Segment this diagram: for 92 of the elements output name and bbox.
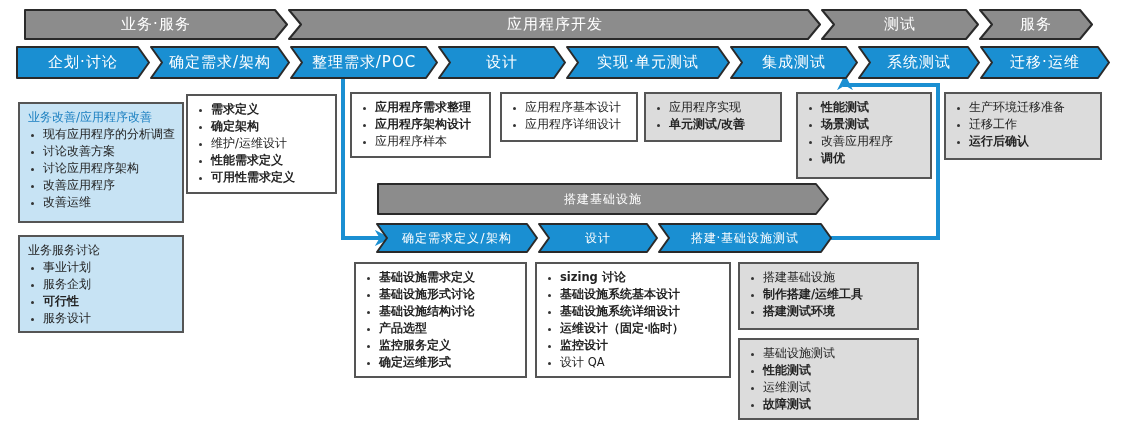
note-box (944, 92, 1102, 160)
step-band (151, 47, 289, 78)
list-item: 性能测试 (806, 99, 924, 116)
list-item: 确定运维形式 (364, 354, 519, 371)
list-item: 改善运维 (28, 194, 176, 211)
list-item: 可用性需求定义 (196, 169, 329, 186)
step-band (377, 224, 537, 252)
list-item: 搭建测试环境 (748, 303, 911, 320)
note-box (796, 92, 932, 179)
list-item: 生产环境迁移准备 (954, 99, 1094, 116)
list-item: 性能需求定义 (196, 152, 329, 169)
list-item: 基础设施结构讨论 (364, 303, 519, 320)
list-item: 服务设计 (28, 310, 176, 327)
step-band (439, 47, 565, 78)
note-heading: 业务服务讨论 (28, 242, 101, 259)
note-box (18, 102, 184, 223)
step-label: 集成测试 (762, 53, 826, 72)
list-item: 应用程序详细设计 (510, 116, 630, 133)
step-label: 整理需求/POC (311, 53, 417, 72)
step-label: 搭建·基础设施测试 (690, 229, 800, 247)
note-box (500, 92, 638, 142)
list-item: 场景测试 (806, 116, 924, 133)
note-box (18, 235, 184, 333)
list-item: 基础设施系统基本设计 (545, 286, 723, 303)
phase-band (822, 10, 978, 39)
step-band (981, 47, 1109, 78)
list-item: 产品选型 (364, 320, 519, 337)
list-item: 基础设施系统详细设计 (545, 303, 723, 320)
note-box (644, 92, 782, 142)
phase-label: 服务 (1020, 15, 1052, 34)
list-item: sizing 讨论 (545, 269, 723, 286)
list-item: 迁移工作 (954, 116, 1094, 133)
list-item: 确定架构 (196, 118, 329, 135)
list-item: 需求定义 (196, 101, 329, 118)
list-item: 故障测试 (748, 396, 911, 413)
note-box (738, 262, 919, 330)
list-item: 服务企划 (28, 276, 176, 293)
list-item: 应用程序基本设计 (510, 99, 630, 116)
list-item: 应用程序需求整理 (360, 99, 483, 116)
list-item: 基础设施需求定义 (364, 269, 519, 286)
step-label: 确定需求/架构 (168, 53, 272, 72)
list-item: 单元测试/改善 (654, 116, 774, 133)
step-band (291, 47, 437, 78)
note-box (186, 94, 337, 194)
note-heading: 业务改善/应用程序改善 (28, 109, 154, 126)
step-band (859, 47, 979, 78)
list-item: 运维测试 (748, 379, 911, 396)
step-band (731, 47, 857, 78)
list-item: 基础设施测试 (748, 345, 911, 362)
list-item: 可行性 (28, 293, 176, 310)
list-item: 监控服务定义 (364, 337, 519, 354)
list-item: 运维设计（固定·临时） (545, 320, 723, 337)
step-label: 企划·讨论 (48, 53, 118, 72)
list-item: 设计 QA (545, 354, 723, 371)
note-box (350, 92, 491, 158)
list-item: 现有应用程序的分析调查 (28, 126, 176, 143)
note-box (354, 262, 527, 378)
phase-label: 测试 (884, 15, 916, 34)
phase-label: 搭建基础设施 (564, 190, 642, 208)
list-item: 讨论改善方案 (28, 143, 176, 160)
step-label: 迁移·运维 (1010, 53, 1080, 72)
list-item: 事业计划 (28, 259, 176, 276)
step-band (17, 47, 149, 78)
list-item: 监控设计 (545, 337, 723, 354)
list-item: 讨论应用程序架构 (28, 160, 176, 177)
list-item: 搭建基础设施 (748, 269, 911, 286)
phase-band (980, 10, 1092, 39)
list-item: 应用程序架构设计 (360, 116, 483, 133)
phase-label: 应用程序开发 (506, 15, 603, 34)
step-band (539, 224, 657, 252)
step-band (567, 47, 729, 78)
list-item: 维护/运维设计 (196, 135, 329, 152)
phase-label: 业务·服务 (121, 15, 191, 34)
step-label: 设计 (486, 53, 518, 72)
step-band (659, 224, 831, 252)
phase-bar (378, 184, 828, 214)
list-item: 调优 (806, 150, 924, 167)
note-box (535, 262, 731, 378)
step-label: 设计 (585, 229, 611, 247)
step-label: 确定需求定义/架构 (402, 229, 512, 247)
list-item: 改善应用程序 (28, 177, 176, 194)
phase-band (25, 10, 287, 39)
note-box (738, 338, 919, 420)
step-label: 系统测试 (887, 53, 951, 72)
list-item: 基础设施形式讨论 (364, 286, 519, 303)
list-item: 改善应用程序 (806, 133, 924, 150)
list-item: 制作搭建/运维工具 (748, 286, 911, 303)
step-label: 实现·单元测试 (597, 53, 699, 72)
list-item: 运行后确认 (954, 133, 1094, 150)
list-item: 性能测试 (748, 362, 911, 379)
list-item: 应用程序样本 (360, 133, 483, 150)
list-item: 应用程序实现 (654, 99, 774, 116)
